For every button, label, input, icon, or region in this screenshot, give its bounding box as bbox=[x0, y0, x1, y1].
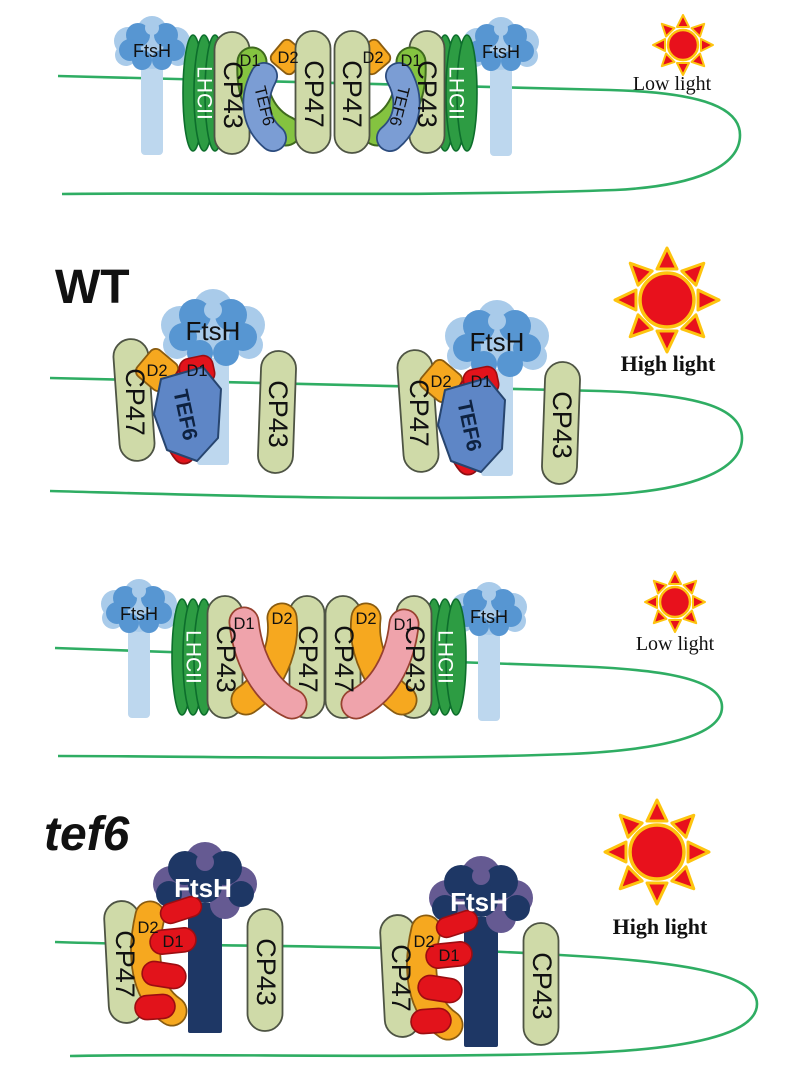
sun-high-light-icon bbox=[603, 798, 711, 906]
lhcii-label: LHCII bbox=[434, 630, 457, 684]
tef6-protein bbox=[153, 366, 222, 462]
cp47-label: CP47 bbox=[299, 60, 329, 128]
d1-degraded-fragments bbox=[134, 895, 203, 1021]
d1-label: D1 bbox=[233, 615, 254, 633]
panel-wt-low-light: FtsH FtsH LHCII LHCII CP43 CP43 CP47 CP4… bbox=[57, 13, 742, 196]
d2-label: D2 bbox=[271, 610, 292, 628]
d2-label: D2 bbox=[413, 933, 434, 951]
ftsh-label: FtsH bbox=[482, 42, 520, 62]
sun-low-light-icon bbox=[651, 13, 715, 77]
panel-tef6-high-light: tef6 FtsH CP47 D2 D1 CP43 bbox=[44, 798, 759, 1058]
condition-caption: Low light bbox=[636, 633, 715, 655]
condition-caption: High light bbox=[621, 351, 716, 376]
cp47-label: CP47 bbox=[329, 625, 359, 693]
cp43-label: CP43 bbox=[263, 380, 293, 448]
condition-caption: High light bbox=[613, 914, 708, 939]
d2-label: D2 bbox=[430, 373, 451, 391]
psii-degradation-complex: FtsH CP47 D2 D1 CP43 bbox=[378, 856, 560, 1047]
psii-repair-complex: FtsH CP47 D2 D1 TEF6 CP43 bbox=[111, 289, 298, 475]
ftsh-label: FtsH bbox=[120, 604, 158, 624]
sun-high-light-icon bbox=[613, 246, 721, 354]
lhcii-label: LHCII bbox=[193, 66, 216, 120]
cp47-label: CP47 bbox=[120, 368, 150, 436]
ftsh-label: FtsH bbox=[470, 607, 508, 627]
lhcii-label: LHCII bbox=[445, 66, 468, 120]
d2-label: D2 bbox=[146, 362, 167, 380]
condition-caption: Low light bbox=[633, 73, 712, 95]
membrane-line bbox=[49, 376, 744, 500]
d1-label: D1 bbox=[438, 947, 459, 965]
cp43-label: CP43 bbox=[547, 391, 577, 459]
sun-low-light-icon bbox=[643, 570, 707, 634]
ftsh-label: FtsH bbox=[133, 41, 171, 61]
cp47-label: CP47 bbox=[337, 60, 367, 128]
d2-label: D2 bbox=[137, 919, 158, 937]
cp43-label: CP43 bbox=[251, 938, 281, 1006]
membrane-line bbox=[54, 940, 759, 1058]
cp43-label: CP43 bbox=[527, 952, 557, 1020]
lhcii-label: LHCII bbox=[182, 630, 205, 684]
ftsh-label: FtsH bbox=[186, 316, 241, 346]
d2-label: D2 bbox=[277, 49, 298, 67]
ftsh-label: FtsH bbox=[450, 887, 508, 917]
cp47-label: CP47 bbox=[386, 944, 416, 1012]
cp43-label: CP43 bbox=[412, 60, 442, 128]
ftsh-protease-icon bbox=[101, 579, 177, 718]
d1-label: D1 bbox=[470, 373, 491, 391]
cp47-label: CP47 bbox=[404, 379, 434, 447]
cp47-label: CP47 bbox=[293, 625, 323, 693]
d1-degraded-fragments bbox=[410, 909, 479, 1035]
d1-label: D1 bbox=[162, 933, 183, 951]
d1-label: D1 bbox=[393, 616, 414, 634]
d1-label: D1 bbox=[186, 362, 207, 380]
d1-label: D1 bbox=[239, 52, 260, 70]
panel-tef6-low-light: FtsH FtsH LHCII LHCII CP43 CP47 CP47 CP4… bbox=[54, 570, 724, 760]
psii-degradation-complex: FtsH CP47 D2 D1 CP43 bbox=[102, 842, 284, 1033]
genotype-title-tef6: tef6 bbox=[44, 808, 130, 861]
cp43-label: CP43 bbox=[218, 61, 248, 129]
cp43-label: CP43 bbox=[400, 625, 430, 693]
panel-wt-high-light: WT FtsH CP47 D2 D1 TEF6 CP43 bbox=[49, 246, 744, 500]
d1-label: D1 bbox=[400, 52, 421, 70]
d2-label: D2 bbox=[355, 610, 376, 628]
psii-repair-complex: FtsH CP47 D2 D1 TEF6 CP43 bbox=[395, 300, 582, 486]
d2-label: D2 bbox=[362, 49, 383, 67]
genotype-title-wt: WT bbox=[55, 261, 130, 314]
ftsh-label: FtsH bbox=[174, 873, 232, 903]
cp43-label: CP43 bbox=[211, 625, 241, 693]
tef6-protein bbox=[437, 377, 506, 473]
cp47-label: CP47 bbox=[110, 930, 140, 998]
ftsh-protease-icon bbox=[114, 16, 190, 155]
ftsh-label: FtsH bbox=[470, 327, 525, 357]
